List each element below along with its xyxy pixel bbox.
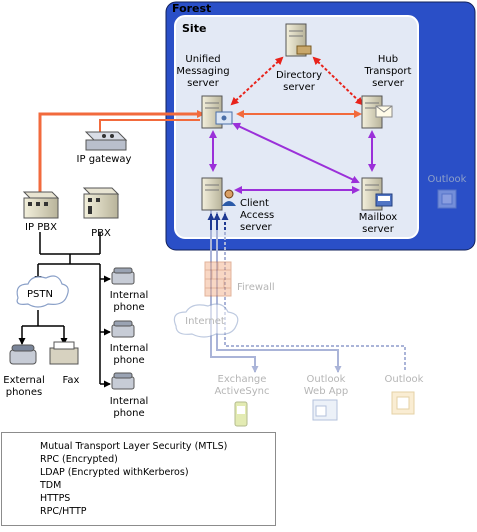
legend-label-mtls: Mutual Transport Layer Security (MTLS) [40, 441, 228, 452]
rpc-link-um-mailbox [232, 122, 360, 184]
activesync-device-icon [234, 401, 248, 427]
ip-pbx-icon [22, 191, 60, 219]
pstn-cloud [16, 275, 69, 308]
mtls-link-ippbx-um [38, 110, 205, 192]
legend-label-tdm: TDM [40, 480, 62, 491]
legend-label-rpc: RPC (Encrypted) [40, 454, 118, 465]
ldap-link-hub-directory [312, 56, 364, 106]
legend [1, 432, 276, 526]
pbx-label: PBX [91, 228, 111, 239]
ldap-link-um-directory [230, 56, 284, 106]
mailbox-server-icon [361, 177, 393, 211]
owa-icon [312, 399, 338, 421]
internet-label: Internet [185, 316, 225, 327]
forest-outlook-icon [437, 189, 457, 209]
legend-label-ldap: LDAP (Encrypted withKerberos) [40, 467, 189, 478]
um-server-icon [201, 95, 233, 129]
fax-label: Fax [62, 375, 80, 386]
pbx-icon [82, 187, 120, 219]
internal-phone-icon-1 [111, 267, 135, 285]
external-phone-icon [9, 344, 37, 365]
hub-server-icon [361, 95, 393, 129]
directory-server-icon [285, 23, 312, 57]
site-label: Site [182, 22, 207, 35]
cas-server-icon [201, 177, 236, 211]
internet-cloud [173, 303, 239, 338]
forest-outlook-label: Outlook [427, 174, 467, 185]
legend-label-rpchttp: RPC/HTTP [40, 506, 87, 517]
fax-icon [49, 341, 79, 365]
internal-phone-icon-2 [111, 320, 135, 338]
ip-gateway-label: IP gateway [76, 154, 132, 165]
external-outlook-icon [391, 391, 415, 415]
firewall-icon [204, 261, 232, 297]
forest-label: Forest [172, 2, 212, 15]
ip-pbx-label: IP PBX [25, 222, 57, 233]
external-outlook-label: Outlook [384, 374, 424, 385]
firewall-label: Firewall [237, 282, 275, 293]
internal-phone-icon-3 [111, 372, 135, 390]
legend-label-https: HTTPS [40, 493, 71, 504]
tdm-links [18, 232, 111, 388]
pstn-label: PSTN [27, 289, 53, 300]
ip-gateway-icon [84, 131, 128, 151]
